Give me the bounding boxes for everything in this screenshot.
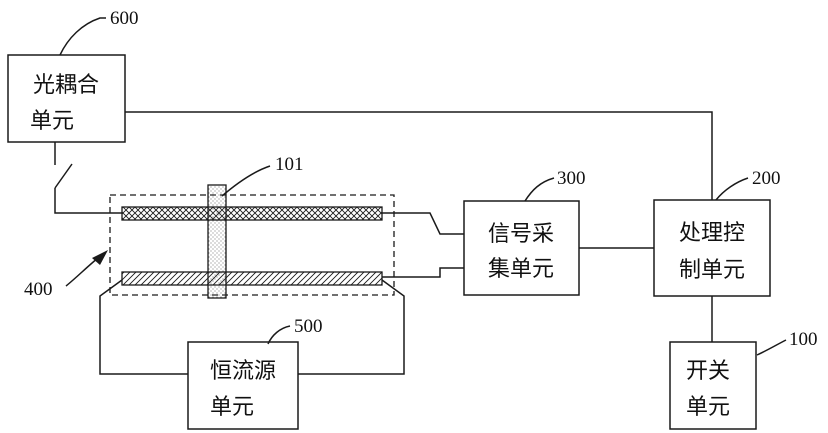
upper-electrode-plate (122, 207, 382, 220)
switch-label-line2: 单元 (686, 395, 730, 420)
reference-leaders (60, 18, 786, 355)
connection-wires (55, 112, 712, 374)
leader-600 (60, 18, 106, 55)
signal-label-line1: 信号采 (488, 222, 554, 247)
leader-300 (525, 178, 554, 201)
sensor-assembly (110, 185, 394, 298)
switch-label-line1: 开关 (686, 359, 730, 384)
ref-number-600: 600 (110, 8, 139, 29)
optocoupler-label-line2: 单元 (30, 109, 74, 134)
ref-number-300: 300 (557, 168, 586, 189)
ref-number-500: 500 (294, 316, 323, 337)
processor-label-line1: 处理控 (679, 221, 745, 246)
switch-unit: 开关 单元 (670, 342, 756, 429)
optocoupler-label-line1: 光耦合 (33, 73, 99, 98)
ref-number-101: 101 (275, 154, 304, 175)
current-source-label-line2: 单元 (210, 395, 254, 420)
wire-optocoupler-plate (55, 188, 122, 213)
insulating-rod (208, 185, 226, 298)
leader-200 (716, 178, 748, 200)
signal-unit: 信号采 集单元 (464, 201, 579, 295)
processor-unit: 处理控 制单元 (654, 200, 770, 296)
ref-number-100: 100 (789, 329, 818, 350)
current-source-label-line1: 恒流源 (210, 359, 276, 384)
leader-100 (757, 340, 786, 355)
signal-label-line2: 集单元 (488, 257, 554, 282)
leader-101 (222, 166, 270, 196)
processor-label-line2: 制单元 (679, 258, 745, 283)
current-source-unit: 恒流源 单元 (188, 342, 298, 429)
optocoupler-unit: 光耦合 单元 (8, 55, 125, 142)
leader-400 (66, 258, 98, 286)
arrow-400-icon (92, 250, 108, 265)
ref-number-400: 400 (24, 279, 53, 300)
lower-electrode-plate (122, 272, 382, 285)
ref-number-200: 200 (752, 168, 781, 189)
wire-switch-contact (55, 164, 72, 188)
wire-current-left (100, 280, 188, 374)
